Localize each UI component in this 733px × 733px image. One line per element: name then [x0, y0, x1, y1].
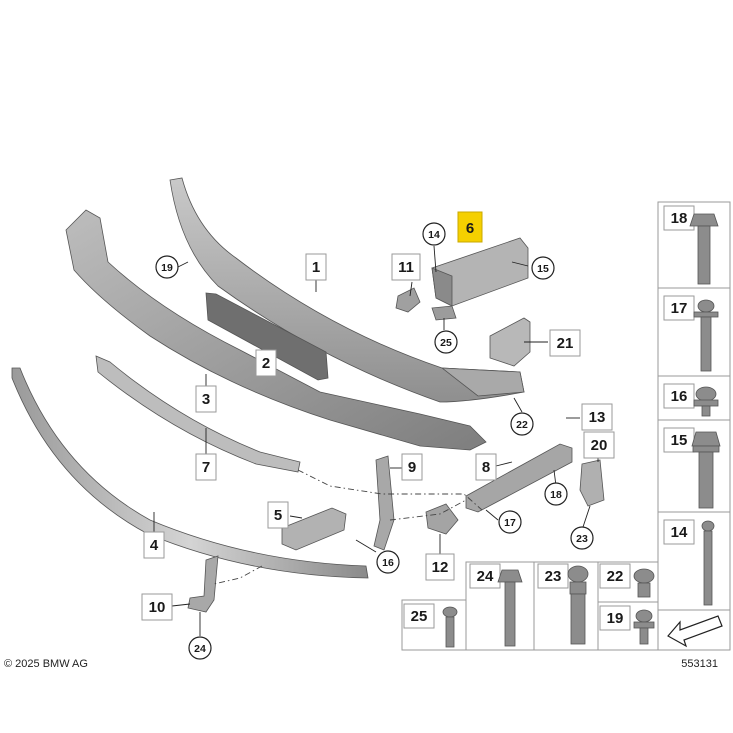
bolt-18-icon — [689, 213, 719, 285]
mount-bracket-part — [187, 555, 219, 613]
svg-text:10: 10 — [149, 599, 166, 616]
upper-carrier-part — [65, 209, 487, 451]
circle-callout-15[interactable]: 15 — [531, 256, 555, 280]
svg-text:15: 15 — [671, 432, 688, 449]
svg-text:18: 18 — [550, 489, 562, 501]
callout-1[interactable]: 1 — [305, 253, 327, 281]
callout-5[interactable]: 5 — [267, 501, 289, 529]
svg-text:18: 18 — [671, 210, 688, 227]
svg-text:7: 7 — [202, 459, 210, 476]
svg-text:22: 22 — [607, 568, 624, 585]
vertical-bracket-part — [373, 455, 395, 551]
svg-text:23: 23 — [545, 568, 562, 585]
table-label-22[interactable]: 22 — [599, 563, 631, 589]
bolt-15-icon — [691, 431, 721, 509]
svg-text:16: 16 — [382, 557, 394, 569]
diagram-number: 553131 — [681, 658, 718, 670]
circle-callout-17[interactable]: 17 — [498, 510, 522, 534]
lower-bracket-part — [425, 503, 459, 535]
svg-text:25: 25 — [440, 337, 452, 349]
svg-text:12: 12 — [432, 559, 449, 576]
callout-21[interactable]: 21 — [549, 329, 581, 357]
svg-text:21: 21 — [557, 335, 574, 352]
svg-text:20: 20 — [591, 437, 608, 454]
svg-text:3: 3 — [202, 391, 210, 408]
table-label-15[interactable]: 15 — [663, 427, 695, 453]
svg-text:22: 22 — [516, 419, 528, 431]
orientation-arrow-icon — [667, 615, 723, 648]
bolt-23-icon — [567, 565, 589, 645]
svg-text:15: 15 — [537, 263, 549, 275]
svg-text:16: 16 — [671, 388, 688, 405]
svg-text:25: 25 — [411, 608, 428, 625]
table-label-16[interactable]: 16 — [663, 383, 695, 409]
callout-13[interactable]: 13 — [581, 403, 613, 431]
svg-text:5: 5 — [274, 507, 282, 524]
svg-text:14: 14 — [671, 524, 688, 541]
copyright-text: © 2025 BMW AG — [4, 658, 88, 670]
small-bracket-part — [395, 287, 421, 313]
svg-text:2: 2 — [262, 355, 270, 372]
callout-7[interactable]: 7 — [195, 453, 217, 481]
table-label-25[interactable]: 25 — [403, 603, 435, 629]
svg-text:24: 24 — [477, 568, 494, 585]
svg-text:13: 13 — [589, 409, 606, 426]
callout-20[interactable]: 20 — [583, 431, 615, 459]
side-rail-part — [465, 443, 573, 513]
callout-12[interactable]: 12 — [425, 553, 455, 581]
svg-text:9: 9 — [408, 459, 416, 476]
circle-callout-19[interactable]: 19 — [155, 255, 179, 279]
callout-6-highlighted[interactable]: 6 — [457, 211, 483, 243]
svg-text:1: 1 — [312, 259, 320, 276]
table-label-23[interactable]: 23 — [537, 563, 569, 589]
bolt-22-icon — [633, 568, 655, 598]
circle-callout-24[interactable]: 24 — [188, 636, 212, 660]
bolt-24-icon — [497, 569, 523, 647]
circle-callout-14[interactable]: 14 — [422, 222, 446, 246]
callout-3[interactable]: 3 — [195, 385, 217, 413]
side-bracket-part — [489, 317, 531, 367]
table-label-14[interactable]: 14 — [663, 519, 695, 545]
circle-callout-23[interactable]: 23 — [570, 526, 594, 550]
circle-callout-18[interactable]: 18 — [544, 482, 568, 506]
svg-text:4: 4 — [150, 537, 159, 554]
lower-trim-part — [11, 367, 369, 579]
circle-callout-16[interactable]: 16 — [376, 550, 400, 574]
svg-text:11: 11 — [398, 259, 414, 276]
bolt-25-icon — [442, 606, 458, 648]
trim-strip-part — [95, 355, 301, 473]
svg-text:8: 8 — [482, 459, 490, 476]
callout-10[interactable]: 10 — [141, 593, 173, 621]
rear-bracket-part — [579, 459, 605, 507]
svg-text:14: 14 — [428, 229, 440, 241]
bolt-14-icon — [701, 520, 715, 606]
svg-text:17: 17 — [671, 300, 688, 317]
bolt-19-icon — [633, 609, 655, 645]
callout-2[interactable]: 2 — [255, 349, 277, 377]
bolt-17-icon — [693, 299, 719, 372]
svg-text:24: 24 — [194, 643, 206, 655]
callout-9[interactable]: 9 — [401, 453, 423, 481]
svg-text:19: 19 — [161, 262, 173, 274]
table-label-24[interactable]: 24 — [469, 563, 501, 589]
absorber-panel-part — [205, 292, 329, 381]
table-label-17[interactable]: 17 — [663, 295, 695, 321]
table-label-19[interactable]: 19 — [599, 605, 631, 631]
svg-text:19: 19 — [607, 610, 624, 627]
fastener-table: 18 17 16 15 14 24 23 22 19 25 — [401, 201, 731, 651]
bolt-16-icon — [693, 386, 719, 417]
callout-11[interactable]: 11 — [391, 253, 421, 281]
svg-text:23: 23 — [576, 533, 588, 545]
circle-callout-22[interactable]: 22 — [510, 412, 534, 436]
callout-4[interactable]: 4 — [143, 531, 165, 559]
svg-text:17: 17 — [504, 517, 516, 529]
svg-text:6: 6 — [466, 220, 474, 237]
circle-callout-25[interactable]: 25 — [434, 330, 458, 354]
support-box-part — [281, 507, 347, 551]
callout-8[interactable]: 8 — [475, 453, 497, 481]
